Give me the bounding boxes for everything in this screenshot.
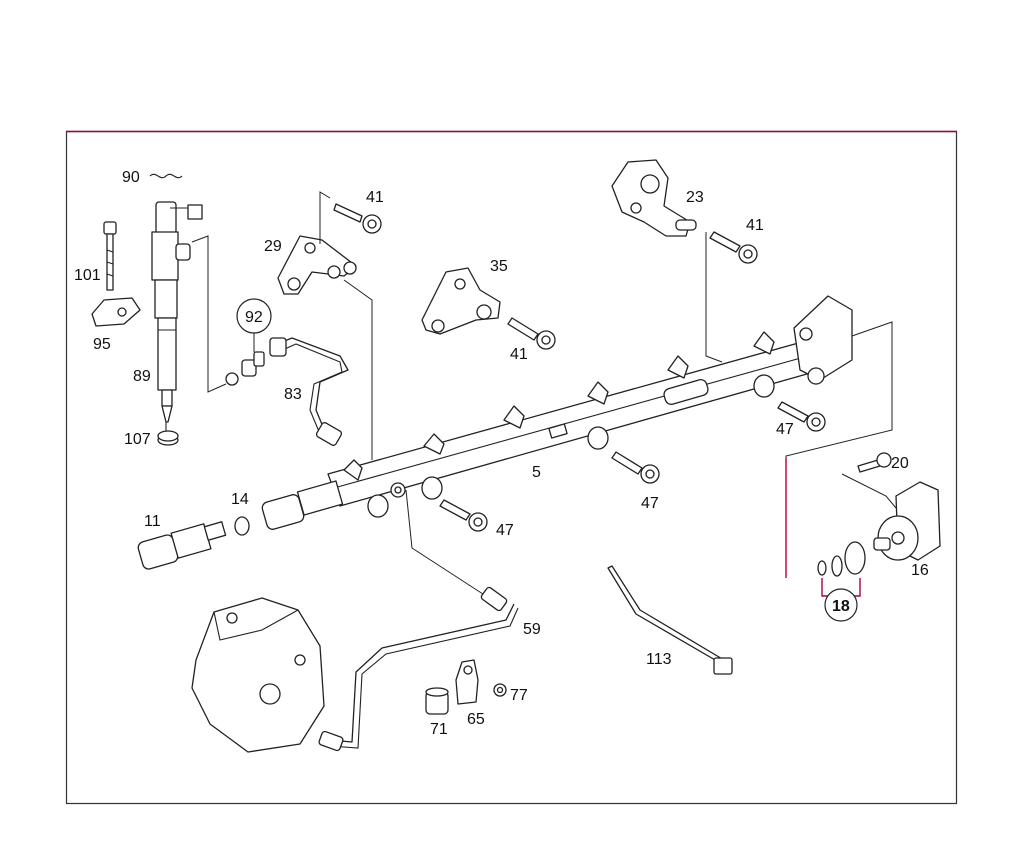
label-47-right: 47 <box>776 421 794 438</box>
fuel-rail-5 <box>261 295 853 530</box>
sleeve-71 <box>425 687 449 715</box>
label-41-middle: 41 <box>510 346 528 363</box>
bracket-23 <box>611 159 697 237</box>
bolt-41-middle <box>507 317 556 350</box>
label-41-right: 41 <box>746 217 764 234</box>
label-90: 90 <box>122 169 140 186</box>
label-29: 29 <box>264 238 282 255</box>
part-18-circle <box>824 588 858 622</box>
label-47-center: 47 <box>641 495 659 512</box>
bracket-35 <box>421 267 501 335</box>
label-95: 95 <box>93 336 111 353</box>
label-107: 107 <box>124 431 151 448</box>
leader-29-rail <box>343 279 373 460</box>
label-11: 11 <box>144 513 161 530</box>
bolt-20 <box>857 452 892 473</box>
label-5: 5 <box>532 464 541 481</box>
leader-rail-59 <box>405 489 487 597</box>
label-16: 16 <box>911 562 929 579</box>
bolt-47-lower-left <box>439 499 488 532</box>
label-113: 113 <box>646 651 672 668</box>
retaining-clip-90 <box>149 173 183 179</box>
pipe-83 <box>269 337 349 446</box>
label-92: 92 <box>245 309 263 326</box>
holder-65 <box>455 659 479 705</box>
seal-ring-14 <box>234 516 250 536</box>
union-nut-rail-inlet <box>390 482 406 498</box>
label-41-top-left: 41 <box>366 189 384 206</box>
label-65: 65 <box>467 711 485 728</box>
label-14: 14 <box>231 491 249 508</box>
label-23: 23 <box>686 189 704 206</box>
injector-89 <box>151 201 203 432</box>
bolt-41-top-left <box>333 203 382 234</box>
leader-89-bracket <box>191 235 227 393</box>
bolt-101 <box>103 221 117 291</box>
seal-ring-107 <box>157 430 179 446</box>
bolt-47-center <box>611 451 660 484</box>
clamp-95 <box>91 297 141 327</box>
high-pressure-pipe-59 <box>318 586 519 752</box>
bolt-41-right <box>709 231 758 264</box>
label-89: 89 <box>133 368 151 385</box>
label-59: 59 <box>523 621 541 638</box>
bolt-47-right <box>777 401 826 432</box>
label-47-lower-left: 47 <box>496 522 514 539</box>
label-35: 35 <box>490 258 508 275</box>
label-101: 101 <box>74 267 101 284</box>
fitting-92 <box>225 351 265 386</box>
bracket-29 <box>277 235 357 295</box>
pressure-regulator-16 <box>873 481 941 561</box>
label-20: 20 <box>891 455 909 472</box>
leader-23-rail <box>705 232 723 363</box>
label-71: 71 <box>430 721 448 738</box>
sensor-11 <box>137 521 227 570</box>
label-18: 18 <box>832 598 850 615</box>
label-77: 77 <box>510 687 528 704</box>
high-pressure-pump <box>191 597 325 753</box>
label-83: 83 <box>284 386 302 403</box>
seal-kit-18 <box>817 541 866 577</box>
nut-77 <box>493 683 507 697</box>
cable-tie-113 <box>607 565 733 675</box>
